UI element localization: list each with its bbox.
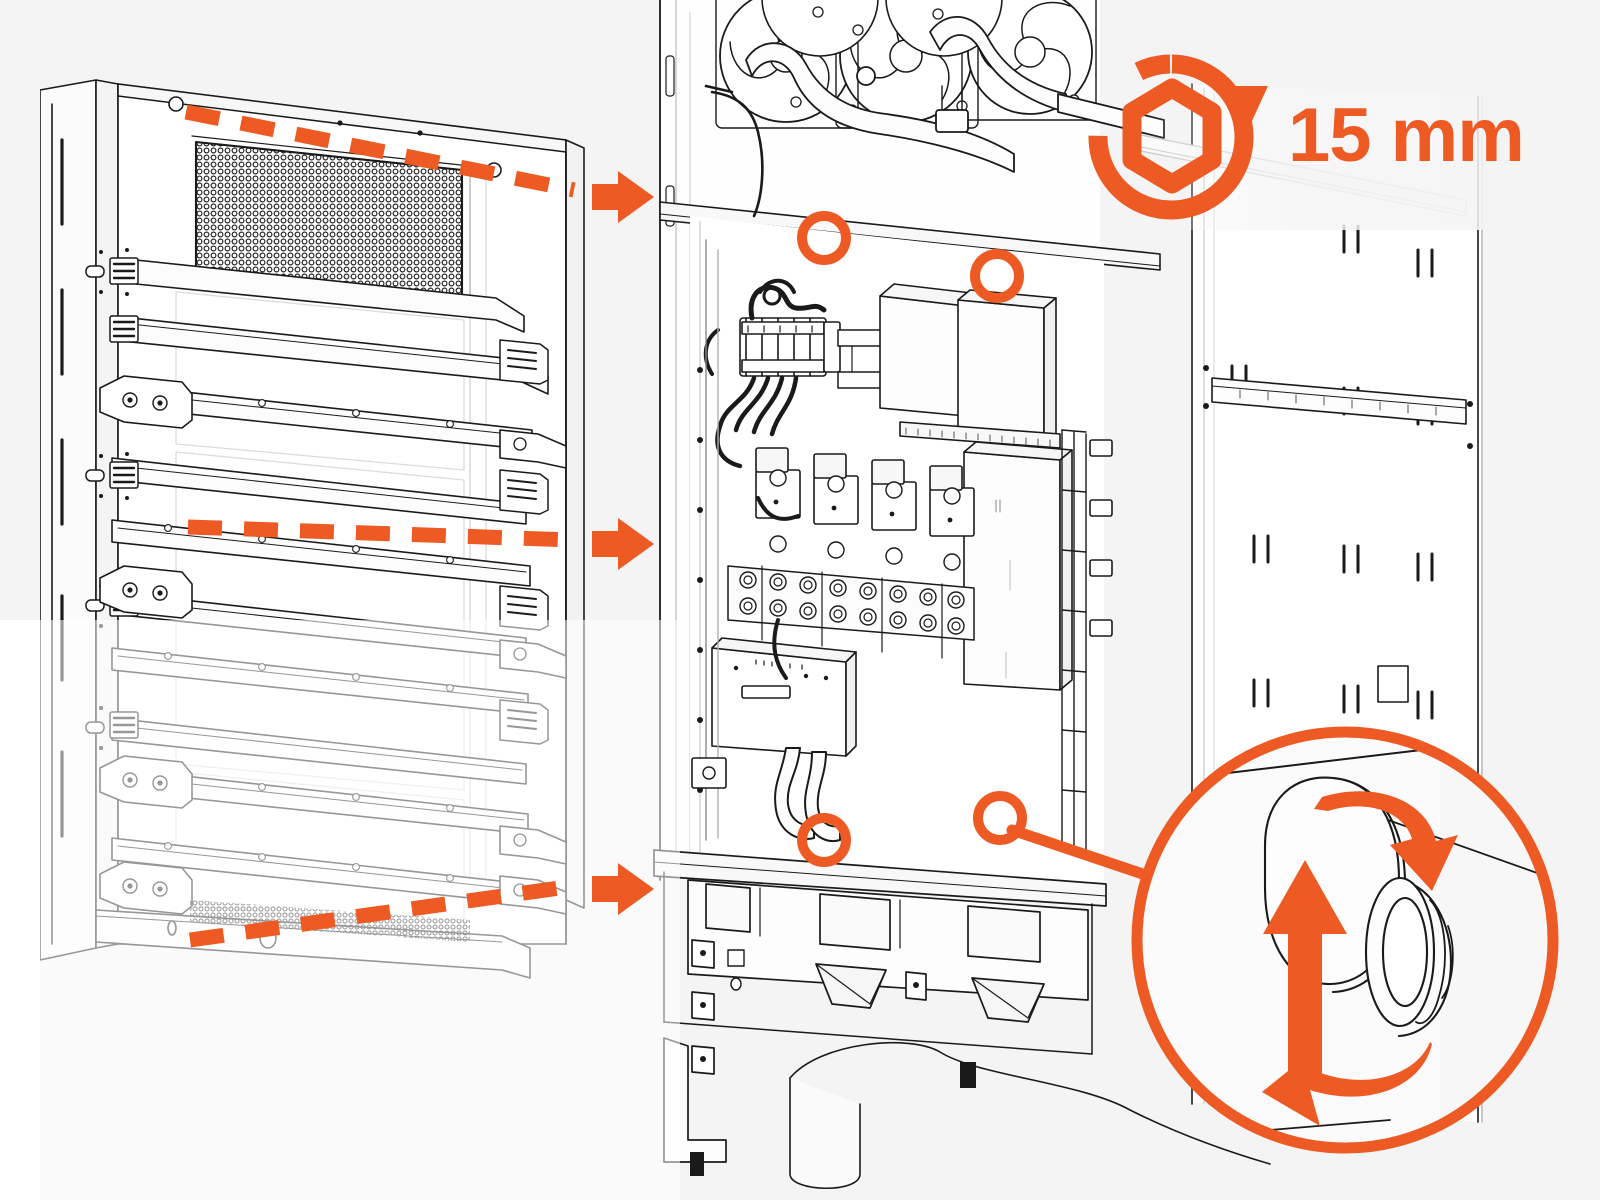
hex-socket-rotate-icon bbox=[1088, 54, 1268, 220]
removal-path-bottom bbox=[188, 878, 576, 948]
highlight-circle-group bbox=[797, 211, 1027, 867]
coolant-pipe-run bbox=[745, 16, 1165, 173]
motion-path-group bbox=[184, 104, 576, 948]
contactor-row bbox=[755, 447, 975, 571]
tool-size-label: 15 mm bbox=[1288, 93, 1525, 178]
fastener-highlight-top-right bbox=[970, 249, 1024, 303]
removal-path-middle bbox=[187, 519, 575, 548]
arrow-bottom bbox=[592, 863, 654, 915]
fastener-highlight-bottom-left bbox=[797, 813, 851, 867]
fastener-highlight-top-left bbox=[797, 211, 851, 265]
open-cabinet-body bbox=[653, 0, 1271, 1189]
base-plinth bbox=[653, 849, 1271, 1189]
removal-path-top bbox=[184, 104, 576, 198]
rotate-counterclockwise-icon bbox=[1262, 791, 1458, 1126]
capacitor-stack-right bbox=[879, 283, 1073, 691]
motion-arrow-group bbox=[592, 171, 654, 915]
fastener-detail-inset bbox=[1131, 726, 1559, 1154]
busbar-terminal-array bbox=[727, 565, 975, 659]
arrow-top bbox=[592, 171, 654, 223]
fastener-highlight-bottom-right bbox=[973, 791, 1027, 845]
arrow-middle bbox=[592, 518, 654, 570]
control-module-left bbox=[711, 637, 857, 757]
